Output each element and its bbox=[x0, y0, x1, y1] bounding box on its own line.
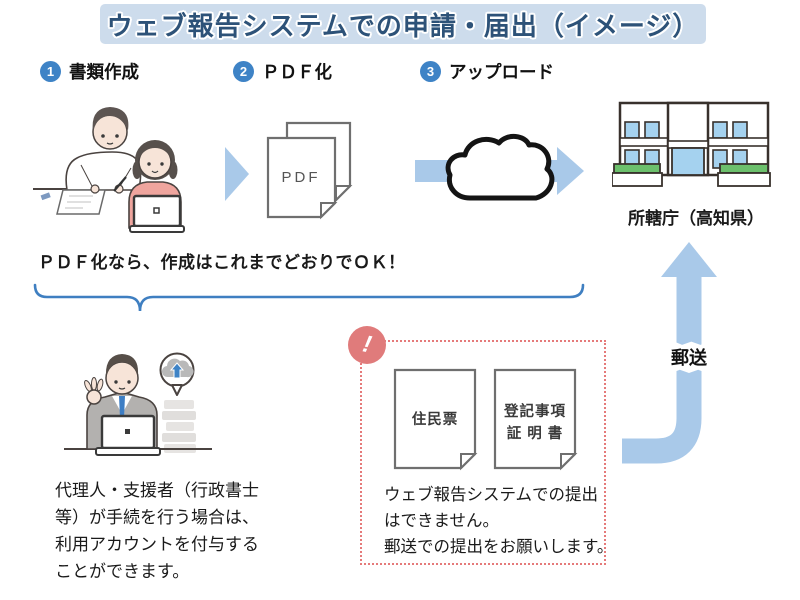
doc-fold bbox=[460, 453, 478, 471]
agent-note-line: 利用アカウントを付与する bbox=[55, 535, 259, 554]
laptop-base bbox=[129, 225, 185, 233]
paper-lines bbox=[65, 195, 93, 209]
curly-brace bbox=[33, 283, 585, 312]
eraser bbox=[40, 192, 51, 201]
agent-hair bbox=[105, 354, 139, 376]
doc-fold bbox=[560, 453, 578, 471]
pen bbox=[113, 176, 127, 192]
laptop-base bbox=[95, 447, 161, 456]
warning-documents-illustration: 住民票 登記事項 証 明 書 bbox=[393, 368, 578, 471]
step-2: 2 ＰＤＦ化 bbox=[233, 59, 332, 83]
mail-label-patch: 郵送 bbox=[666, 341, 712, 373]
agent-eye bbox=[127, 380, 131, 384]
agent-tie bbox=[119, 396, 125, 418]
cloud-icon bbox=[445, 134, 555, 201]
man-eye bbox=[101, 134, 105, 138]
step-2-number-badge: 2 bbox=[233, 60, 254, 82]
step-3-number-badge: 3 bbox=[420, 60, 441, 82]
man-mouth bbox=[106, 142, 114, 145]
resident-card-label: 住民票 bbox=[412, 410, 459, 428]
ok-hand bbox=[84, 377, 104, 405]
mail-curved-arrow bbox=[622, 242, 717, 464]
laptop-logo bbox=[125, 429, 130, 434]
pdf-doc-front-fold bbox=[320, 202, 338, 220]
pdf-documents-illustration: PDF bbox=[266, 121, 353, 220]
step-1-label: 書類作成 bbox=[69, 61, 139, 82]
window bbox=[624, 121, 640, 139]
upload-arrow-head bbox=[557, 147, 584, 195]
hedge-green bbox=[613, 163, 661, 174]
agent-note-line: 等）が手続を行う場合は、 bbox=[55, 508, 259, 527]
book-stack bbox=[162, 400, 196, 453]
woman-eye bbox=[160, 162, 164, 166]
window bbox=[732, 121, 748, 139]
hedge-planter bbox=[612, 172, 663, 187]
agent-note-line: ことができます。 bbox=[55, 562, 190, 581]
warning-text-line: 郵送での提出をお願いします。 bbox=[384, 538, 614, 556]
step-3: 3 アップロード bbox=[420, 59, 554, 83]
floor-band bbox=[619, 137, 669, 147]
speech-bubble-tail bbox=[171, 384, 183, 396]
floor-band bbox=[707, 137, 769, 147]
pdf-doc-back-fold bbox=[335, 185, 353, 203]
people-writing-illustration bbox=[33, 107, 185, 233]
woman-mouth bbox=[151, 170, 159, 174]
step-3-label: アップロード bbox=[449, 61, 554, 82]
title-band: ウェブ報告システムでの申請・届出（イメージ） bbox=[100, 4, 706, 44]
agent-eye bbox=[114, 380, 118, 384]
warning-text: ウェブ報告システムでの提出 はできません。 郵送での提出をお願いします。 bbox=[384, 482, 613, 560]
building-caption: 所轄庁（高知県） bbox=[628, 209, 764, 228]
registry-cert-label-line1: 登記事項 bbox=[503, 402, 566, 420]
registry-cert-label-line2: 証 明 書 bbox=[507, 424, 564, 442]
door-lintel bbox=[667, 140, 709, 149]
warning-badge-glyph: ! bbox=[360, 330, 374, 359]
upload-arrow-icon bbox=[169, 362, 185, 379]
upload-cloud-arrow-illustration bbox=[415, 134, 584, 201]
woman-bangs bbox=[138, 142, 172, 158]
laptop-logo bbox=[153, 207, 160, 214]
man-hair bbox=[92, 107, 129, 132]
agent-note: 代理人・支援者（行政書士 等）が手続を行う場合は、 利用アカウントを付与する こ… bbox=[55, 477, 259, 585]
pdf-label: PDF bbox=[282, 169, 321, 186]
man-left-hand bbox=[90, 184, 100, 194]
page-title: ウェブ報告システムでの申請・届出（イメージ） bbox=[106, 10, 700, 41]
mail-arrow-head bbox=[661, 242, 717, 277]
government-building-illustration bbox=[612, 101, 771, 187]
agent-mouth bbox=[118, 387, 126, 390]
pdf-ok-note: ＰＤＦ化なら、作成はこれまでどおりでＯＫ！ bbox=[38, 253, 406, 272]
laptop-screen bbox=[132, 194, 182, 228]
window bbox=[712, 121, 728, 139]
step-1-number-badge: 1 bbox=[40, 60, 61, 82]
hedge-green bbox=[719, 163, 769, 174]
flow-arrow-1-icon bbox=[225, 147, 249, 201]
agent-note-line: 代理人・支援者（行政書士 bbox=[55, 481, 259, 500]
man-eye bbox=[115, 134, 119, 138]
entrance-door bbox=[671, 147, 705, 176]
mail-arrow-shaft bbox=[622, 275, 702, 464]
step-2-label: ＰＤＦ化 bbox=[262, 61, 332, 82]
step-1: 1 書類作成 bbox=[40, 59, 139, 83]
hedge-planter bbox=[717, 172, 771, 187]
window bbox=[644, 121, 660, 139]
woman-eye bbox=[147, 162, 151, 166]
warning-text-line: ウェブ報告システムでの提出 bbox=[384, 486, 599, 504]
warning-exclamation-icon: ! bbox=[348, 326, 386, 364]
agent-with-laptop-illustration bbox=[64, 352, 212, 456]
warning-text-line: はできません。 bbox=[384, 512, 500, 530]
mail-label: 郵送 bbox=[671, 348, 707, 368]
